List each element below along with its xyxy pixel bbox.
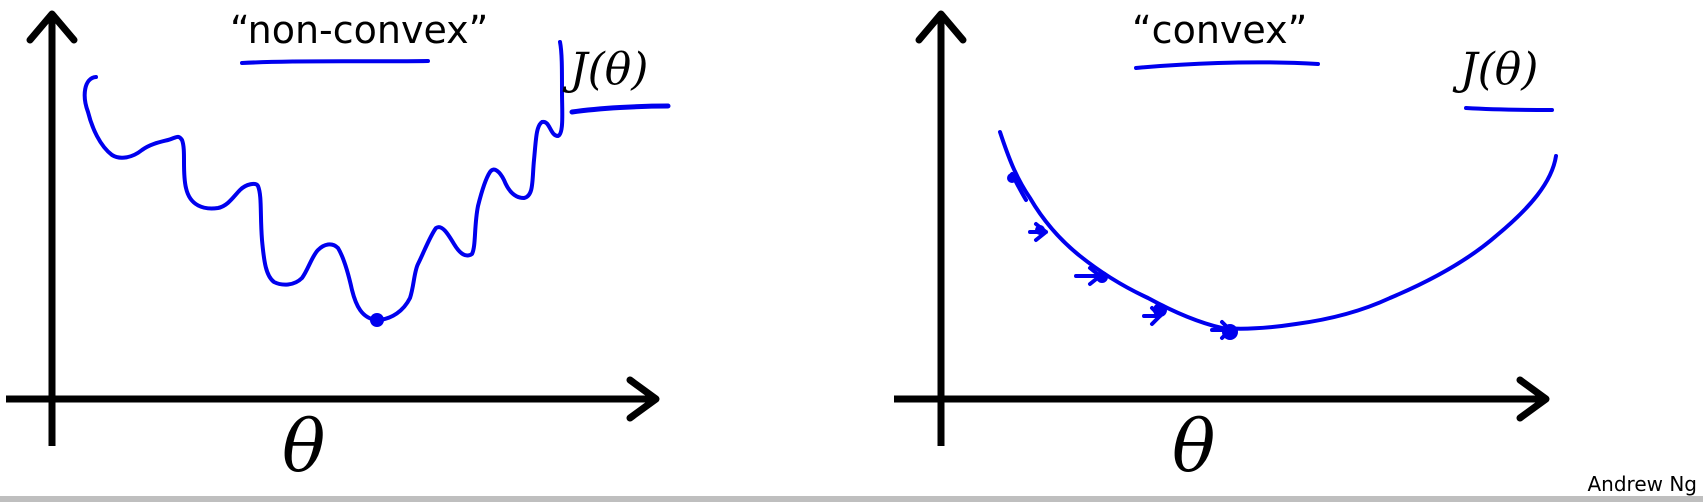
- descent-step-dot: [1007, 173, 1017, 183]
- y-axis-label: J(θ): [570, 44, 649, 95]
- title-underline: [240, 59, 430, 65]
- descent-step-dot: [1096, 271, 1108, 283]
- descent-step-dot: [1035, 225, 1045, 235]
- ylabel-underline: [1464, 106, 1554, 112]
- y-axis-label: J(θ): [1460, 44, 1539, 95]
- y-axis-arrowhead: [915, 10, 967, 44]
- ylabel-underline: [569, 103, 671, 115]
- bottom-divider: [0, 496, 1703, 502]
- descent-step-dot: [1153, 303, 1167, 317]
- global-minimum-dot: [1222, 324, 1238, 340]
- title-underline: [1134, 60, 1320, 70]
- y-axis-arrowhead: [26, 10, 78, 44]
- non-convex-cost-curve: [82, 40, 565, 322]
- x-axis-arrowhead: [626, 376, 660, 422]
- plot-convex: [894, 10, 1558, 446]
- author-credit: Andrew Ng: [1587, 472, 1697, 496]
- x-axis-arrowhead: [1516, 376, 1550, 422]
- local-minimum-dot: [370, 313, 384, 327]
- plot-title-convex: “convex”: [1132, 8, 1308, 52]
- convex-cost-curve: [998, 130, 1558, 331]
- x-axis-label: θ: [1172, 404, 1216, 488]
- x-axis-label: θ: [282, 404, 326, 488]
- plot-title-non-convex: “non-convex”: [230, 8, 489, 52]
- plot-non-convex: [6, 10, 671, 446]
